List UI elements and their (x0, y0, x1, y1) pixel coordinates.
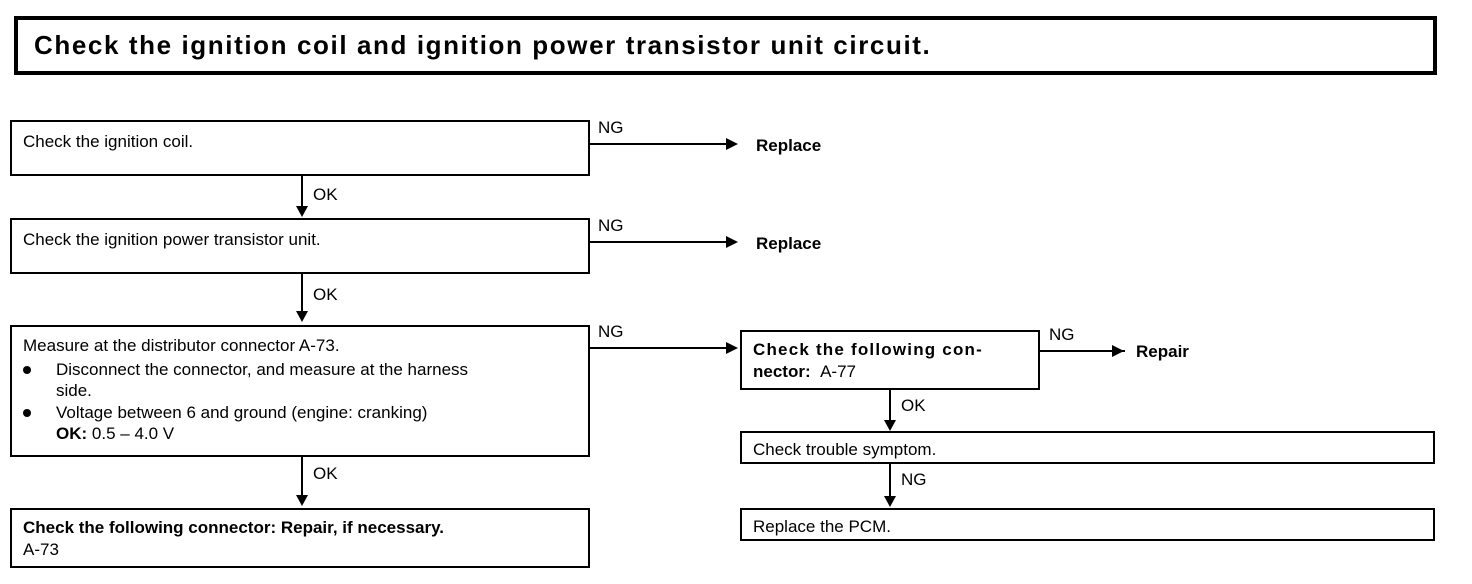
step-check-connector-a73-line-1: Check the following connector: Repair, i… (23, 518, 445, 537)
step-check-connector-a77-label: nector: (753, 362, 811, 381)
step-check-connector-a73: Check the following connector: Repair, i… (10, 508, 590, 568)
step-check-connector-a77-spacer (811, 362, 820, 381)
step-measure-distributor-heading: Measure at the distributor connector A-7… (23, 336, 340, 355)
step-check-trouble-symptom: Check trouble symptom. (740, 431, 1435, 464)
edge-ok-a77-line (889, 390, 891, 422)
step-replace-pcm-text: Replace the PCM. (753, 517, 891, 536)
measure-bullet-2-line-1: Voltage between 6 and ground (engine: cr… (56, 403, 428, 422)
edge-label-ng-coil: NG (598, 118, 624, 137)
edge-ng-a77-arrowhead (1112, 345, 1124, 357)
edge-ng-coil-line (590, 143, 728, 145)
edge-label-ng-measure: NG (598, 322, 624, 341)
step-check-ignition-coil: Check the ignition coil. (10, 120, 590, 176)
edge-ok-measure-line (301, 457, 303, 497)
step-measure-distributor: Measure at the distributor connector A-7… (10, 325, 590, 457)
edge-ok-coil-arrowhead (296, 206, 308, 217)
edge-ng-transistor-arrowhead (726, 236, 738, 248)
page-title: Check the ignition coil and ignition pow… (34, 30, 932, 60)
edge-label-ok-a77: OK (901, 396, 926, 415)
edge-label-ng-a77: NG (1049, 325, 1075, 344)
edge-ok-a77-arrowhead (884, 420, 896, 431)
bullet-dot-icon (23, 366, 31, 374)
edge-label-ok-coil: OK (313, 185, 338, 204)
terminal-replace-coil: Replace (756, 136, 822, 155)
measure-ok-label: OK: (56, 424, 88, 443)
step-check-connector-a77-line-2: nector: A-77 (753, 361, 856, 382)
bullet-dot-icon (23, 409, 31, 417)
step-check-power-transistor-text: Check the ignition power transistor unit… (23, 230, 321, 249)
edge-ng-a77-line (1040, 350, 1125, 352)
edge-ng-transistor-line (590, 241, 728, 243)
measure-bullet-1-line-1: Disconnect the connector, and measure at… (56, 360, 469, 379)
title-banner: Check the ignition coil and ignition pow… (14, 16, 1437, 75)
measure-bullet-2-ok-row: OK: 0.5 – 4.0 V (56, 423, 427, 444)
edge-ok-measure-arrowhead (296, 495, 308, 506)
edge-ng-symptom-arrowhead (884, 496, 896, 507)
step-check-trouble-symptom-text: Check trouble symptom. (753, 440, 937, 459)
step-check-ignition-coil-text: Check the ignition coil. (23, 132, 194, 151)
edge-ng-symptom-line (889, 464, 891, 498)
step-check-connector-a73-line-2: A-73 (23, 540, 59, 559)
step-replace-pcm: Replace the PCM. (740, 508, 1435, 541)
step-check-power-transistor: Check the ignition power transistor unit… (10, 218, 590, 274)
edge-label-ng-transistor: NG (598, 216, 624, 235)
edge-label-ok-transistor: OK (313, 285, 338, 304)
step-check-connector-a77: Check the following con- nector: A-77 (740, 330, 1040, 390)
edge-ok-transistor-line (301, 274, 303, 313)
terminal-replace-transistor: Replace (756, 234, 822, 253)
measure-bullet-2: Voltage between 6 and ground (engine: cr… (23, 402, 427, 444)
measure-bullet-1: Disconnect the connector, and measure at… (23, 359, 468, 401)
step-check-connector-a77-value: A-77 (820, 362, 856, 381)
edge-label-ok-measure: OK (313, 464, 338, 483)
edge-ng-coil-arrowhead (726, 138, 738, 150)
step-check-connector-a77-line-1: Check the following con- (753, 340, 983, 359)
measure-ok-value: 0.5 – 4.0 V (91, 424, 175, 443)
edge-ng-measure-line (590, 347, 726, 349)
edge-ok-coil-line (301, 176, 303, 208)
terminal-repair-a77: Repair (1136, 342, 1189, 361)
edge-ok-transistor-arrowhead (296, 311, 308, 322)
edge-ng-measure-arrowhead (726, 342, 738, 354)
edge-label-ng-symptom: NG (901, 470, 927, 489)
measure-bullet-1-line-2: side. (56, 381, 92, 400)
